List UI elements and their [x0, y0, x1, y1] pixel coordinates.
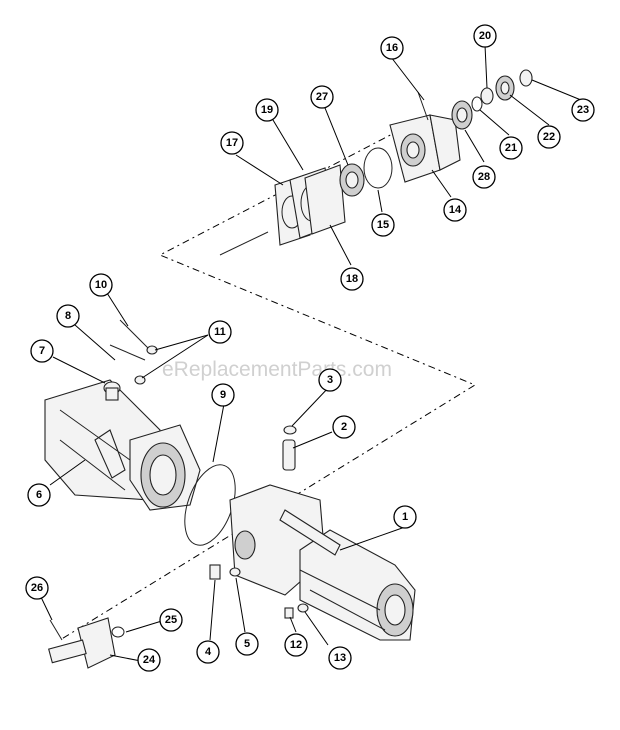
callout-18: 18 [340, 267, 364, 291]
part-6-housing [44, 379, 201, 511]
part-1-axle-housing [229, 484, 416, 641]
callout-label: 6 [36, 489, 42, 501]
part-28-bearing [451, 100, 473, 130]
callout-label: 4 [205, 646, 212, 658]
callout-label: 12 [290, 639, 302, 651]
callout-28: 28 [472, 165, 496, 189]
leader-lines [39, 44, 582, 663]
part-21-ring [471, 96, 483, 112]
callout-4: 4 [196, 640, 220, 664]
part-18-gasket [304, 164, 346, 235]
watermark-text: eReplacementParts.com [162, 358, 392, 381]
part-16-bolt [417, 91, 429, 121]
callout-12: 12 [284, 633, 308, 657]
callout-label: 11 [214, 326, 226, 338]
callout-label: 22 [543, 131, 555, 143]
callout-label: 26 [31, 582, 43, 594]
callout-label: 24 [143, 654, 156, 666]
callout-14: 14 [443, 198, 467, 222]
callout-label: 9 [220, 389, 226, 401]
callout-label: 19 [261, 104, 273, 116]
part-15-o-ring [363, 147, 393, 189]
part-3-plug [283, 425, 297, 435]
callout-label: 17 [226, 137, 238, 149]
part-7-cap [103, 381, 121, 401]
part-23-cap [519, 69, 533, 87]
callout-label: 3 [327, 374, 333, 386]
part-14-housing [389, 114, 461, 183]
callout-label: 7 [39, 345, 45, 357]
callout-20: 20 [473, 24, 497, 48]
callout-7: 7 [30, 339, 54, 363]
callout-9: 9 [211, 383, 235, 407]
callout-25: 25 [159, 608, 183, 632]
callout-label: 13 [334, 652, 346, 664]
callout-11: 11 [208, 320, 232, 344]
callout-6: 6 [27, 483, 51, 507]
part-key-shaft [219, 231, 269, 256]
part-27-bearing [339, 163, 365, 197]
callout-label: 1 [402, 511, 408, 523]
callout-13: 13 [328, 646, 352, 670]
callout-27: 27 [310, 85, 334, 109]
callout-label: 28 [478, 171, 490, 183]
part-2-pin [282, 439, 296, 471]
callout-17: 17 [220, 131, 244, 155]
callout-label: 25 [165, 614, 177, 626]
part-26-bolt [49, 619, 63, 641]
callout-label: 18 [346, 273, 358, 285]
callout-label: 8 [65, 310, 71, 322]
callout-label: 5 [244, 638, 250, 650]
callout-8: 8 [56, 304, 80, 328]
callout-10: 10 [89, 273, 113, 297]
callout-21: 21 [499, 136, 523, 160]
part-22-seal [495, 75, 515, 101]
part-25-o-ring [111, 626, 125, 638]
callout-label: 2 [341, 421, 347, 433]
callout-23: 23 [571, 98, 595, 122]
part-8-bolt [109, 344, 146, 361]
callout-15: 15 [371, 213, 395, 237]
part-20-seal [480, 87, 494, 105]
callout-label: 14 [449, 204, 462, 216]
part-5-washer [229, 567, 241, 577]
part-10-bolt [119, 319, 151, 351]
callout-3: 3 [318, 368, 342, 392]
part-12-bolt [284, 607, 294, 619]
callout-label: 21 [505, 142, 517, 154]
callout-label: 23 [577, 104, 589, 116]
callout-16: 16 [380, 36, 404, 60]
callout-24: 24 [137, 648, 161, 672]
part-4-bolt [209, 564, 221, 580]
callout-5: 5 [235, 632, 259, 656]
callout-label: 15 [377, 219, 389, 231]
callout-1: 1 [393, 505, 417, 529]
callout-2: 2 [332, 415, 356, 439]
callout-19: 19 [255, 98, 279, 122]
part-24-flange-shaft [48, 617, 116, 669]
callout-22: 22 [537, 125, 561, 149]
part-11-washers [134, 345, 158, 385]
callout-26: 26 [25, 576, 49, 600]
callout-label: 27 [316, 91, 328, 103]
callout-label: 10 [95, 279, 107, 291]
callout-label: 20 [479, 30, 491, 42]
part-13-washer [297, 603, 309, 613]
callout-label: 16 [386, 42, 398, 54]
